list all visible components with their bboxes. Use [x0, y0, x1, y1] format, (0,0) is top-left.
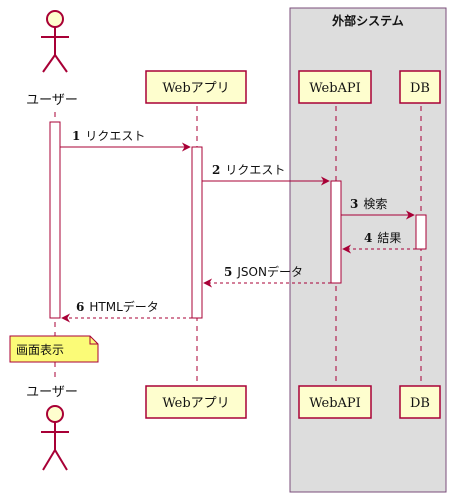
participant-webapi-bottom: WebAPI: [298, 385, 372, 419]
participant-db-top: DB: [399, 70, 441, 104]
actor-user-label-top: ユーザー: [26, 93, 78, 108]
message-2-label: リクエスト: [225, 163, 285, 177]
message-2-number: 2: [212, 163, 220, 177]
participant-webapp-top: Webアプリ: [145, 70, 247, 104]
participant-webapp-label-bottom: Webアプリ: [162, 396, 229, 411]
message-4-number: 4: [364, 231, 372, 245]
participant-webapi-label-top: WebAPI: [309, 81, 361, 96]
activation-bars: [49, 121, 427, 319]
message-1-number: 1: [72, 129, 80, 143]
message-6-label: HTMLデータ: [89, 299, 158, 314]
participant-db-bottom: DB: [399, 385, 441, 419]
message-6-number: 6: [76, 300, 84, 314]
message-2: 2 リクエスト: [202, 163, 330, 186]
actor-user-label-bottom: ユーザー: [26, 385, 78, 400]
message-3-label: 検索: [363, 197, 387, 211]
participant-db-label-bottom: DB: [410, 396, 430, 411]
message-3-number: 3: [350, 197, 358, 211]
participant-webapp-bottom: Webアプリ: [145, 385, 247, 419]
message-4: 4 結果: [342, 231, 416, 254]
message-5: 5 JSONデータ: [203, 264, 331, 288]
activation-user: [49, 121, 61, 319]
message-5-number: 5: [224, 265, 232, 279]
actor-user-bottom: [41, 405, 69, 471]
box-title: 外部システム: [332, 13, 404, 28]
svg-text:3検索: 3 検索: [350, 197, 387, 211]
participant-webapi-top: WebAPI: [298, 70, 372, 104]
note: 画面表示: [9, 335, 99, 363]
participant-db-label-top: DB: [410, 81, 430, 96]
activation-webapp: [191, 146, 203, 319]
svg-text:4結果: 4 結果: [364, 231, 401, 245]
note-text: 画面表示: [16, 343, 64, 357]
message-1-label: リクエスト: [85, 129, 145, 143]
message-1: 1 リクエスト: [60, 129, 191, 152]
message-4-label: 結果: [377, 231, 401, 245]
activation-webapi: [330, 180, 342, 284]
message-6: 6 HTMLデータ: [61, 299, 192, 323]
participant-webapp-label-top: Webアプリ: [162, 81, 229, 96]
activation-db: [415, 214, 427, 250]
participant-webapi-label-bottom: WebAPI: [309, 396, 361, 411]
message-5-label: JSONデータ: [236, 264, 303, 279]
message-3: 3 検索: [341, 197, 415, 220]
actor-user-top: [41, 10, 69, 73]
